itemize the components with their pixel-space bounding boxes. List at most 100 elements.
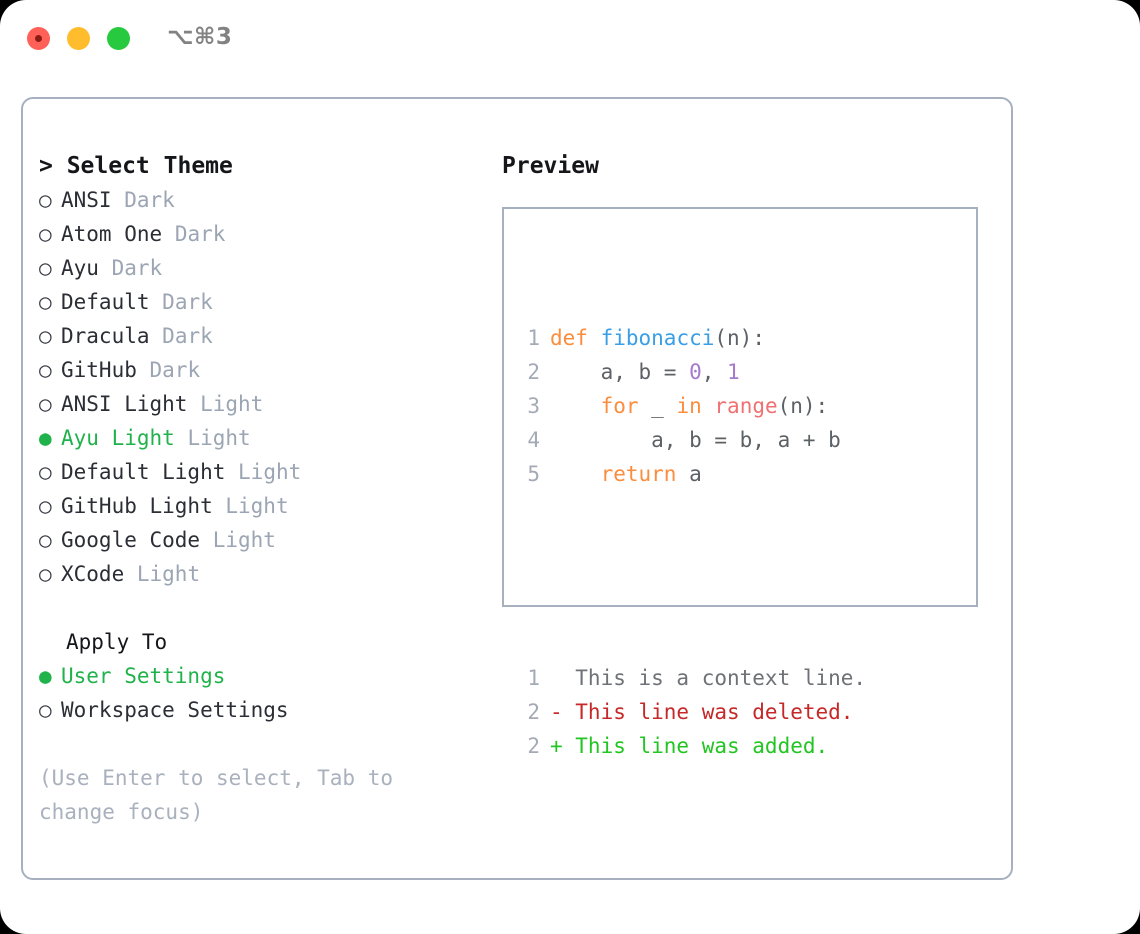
theme-kind-badge: Dark [124, 188, 175, 212]
theme-name: Google Code [61, 528, 201, 552]
line-number: 4 [527, 428, 540, 452]
code-token: This is a context line. [550, 666, 867, 690]
radio-selected-icon: ● [39, 426, 52, 450]
radio-unselected-icon: ○ [39, 324, 52, 348]
theme-name: Default Light [61, 460, 226, 484]
radio-unselected-icon: ○ [39, 528, 52, 552]
maximize-window-button[interactable] [107, 27, 130, 50]
line-number: 2 [527, 734, 540, 758]
spacer [200, 523, 213, 557]
theme-selection-column: > Select Theme ○ANSI Dark○Atom One Dark○… [39, 149, 479, 829]
spacer [175, 421, 188, 455]
line-number: 2 [527, 700, 540, 724]
diff-line: 1 This is a context line. [520, 661, 866, 695]
code-token: + This line was added. [550, 734, 829, 758]
spacer [150, 285, 163, 319]
close-window-button[interactable] [27, 27, 50, 50]
radio-unselected-icon: ○ [39, 358, 52, 382]
code-line: 2 a, b = 0, 1 [520, 355, 866, 389]
theme-option-default[interactable]: ○ Default Dark [39, 285, 479, 319]
theme-option-ansi-light[interactable]: ○ANSI Light Light [39, 387, 479, 421]
spacer [99, 251, 112, 285]
apply-to-option-workspace-settings[interactable]: ○Workspace Settings [39, 693, 479, 727]
preview-heading: Preview [502, 153, 599, 179]
radio-unselected-icon: ○ [39, 256, 52, 280]
theme-option-ansi[interactable]: ○ ANSI Dark [39, 183, 479, 217]
code-token [550, 462, 601, 486]
code-token: return [600, 462, 677, 486]
keyboard-hint: (Use Enter to select, Tab to change focu… [39, 766, 394, 824]
radio-selected-icon: ● [39, 664, 52, 688]
theme-name: GitHub Light [61, 494, 213, 518]
select-theme-heading: > Select Theme [39, 153, 233, 179]
code-token: , [701, 360, 728, 384]
line-number: 1 [527, 666, 540, 690]
theme-name: XCode [61, 562, 125, 586]
apply-to-options[interactable]: ●User Settings○Workspace Settings [39, 659, 479, 727]
code-token: a [676, 462, 702, 486]
code-spacer [520, 559, 866, 593]
radio-unselected-icon: ○ [39, 460, 52, 484]
diff-sample: 1 This is a context line.2- This line wa… [520, 661, 866, 763]
theme-kind-badge: Light [136, 562, 201, 586]
spacer [137, 353, 150, 387]
spacer [187, 387, 200, 421]
diff-line: 2- This line was deleted. [520, 695, 866, 729]
code-token: fibonacci [600, 326, 715, 350]
code-token: def [550, 326, 588, 350]
theme-option-default-light[interactable]: ○ Default Light Light [39, 455, 479, 489]
theme-kind-badge: Light [187, 426, 251, 450]
code-token: _ [638, 394, 677, 418]
code-token: in [676, 394, 702, 418]
radio-unselected-icon: ○ [39, 494, 52, 518]
spacer [112, 183, 125, 217]
theme-option-github[interactable]: ○GitHub Dark [39, 353, 479, 387]
theme-kind-badge: Light [225, 494, 289, 518]
theme-name: Default [61, 290, 150, 314]
radio-unselected-icon: ○ [39, 290, 52, 314]
spacer [150, 319, 163, 353]
radio-unselected-icon: ○ [39, 222, 52, 246]
line-number: 5 [527, 462, 540, 486]
theme-kind-badge: Dark [162, 290, 213, 314]
theme-name: ANSI Light [61, 392, 188, 416]
code-token [702, 394, 715, 418]
code-token: (n): [777, 394, 829, 418]
theme-kind-badge: Dark [111, 256, 163, 280]
code-line: 5 return a [520, 457, 866, 491]
minimize-window-button[interactable] [67, 27, 90, 50]
theme-option-ayu[interactable]: ○ Ayu Dark [39, 251, 479, 285]
theme-name: Atom One [61, 222, 163, 246]
line-number: 1 [527, 326, 540, 350]
line-number: 3 [527, 394, 540, 418]
theme-kind-badge: Light [238, 460, 302, 484]
code-token: a, b = [550, 360, 690, 384]
spacer [213, 489, 226, 523]
theme-list[interactable]: ○ ANSI Dark ○ Atom One Dark ○ Ayu Dark ○ Defaul… [39, 183, 479, 591]
theme-kind-badge: Dark [174, 222, 226, 246]
spacer [124, 557, 137, 591]
apply-to-option-user-settings[interactable]: ●User Settings [39, 659, 479, 693]
apply-to-heading: Apply To [66, 630, 168, 654]
theme-option-google-code[interactable]: ○Google Code Light [39, 523, 479, 557]
theme-option-dracula[interactable]: ○Dracula Dark [39, 319, 479, 353]
theme-name: GitHub [61, 358, 137, 382]
spacer [162, 217, 175, 251]
theme-option-xcode[interactable]: ○ XCode Light [39, 557, 479, 591]
title-bar: ⌥⌘3 [0, 0, 1140, 78]
code-token: a, b = b, a + b [550, 428, 841, 452]
radio-unselected-icon: ○ [39, 562, 52, 586]
line-number: 2 [527, 360, 540, 384]
radio-unselected-icon: ○ [39, 188, 52, 212]
theme-name: Ayu [61, 256, 99, 280]
theme-option-atom-one[interactable]: ○ Atom One Dark [39, 217, 479, 251]
code-line: 3 for _ in range(n): [520, 389, 866, 423]
theme-name: Ayu Light [61, 426, 175, 450]
theme-name: ANSI [61, 188, 112, 212]
theme-option-github-light[interactable]: ○ GitHub Light Light [39, 489, 479, 523]
theme-option-ayu-light[interactable]: ● Ayu Light Light [39, 421, 479, 455]
